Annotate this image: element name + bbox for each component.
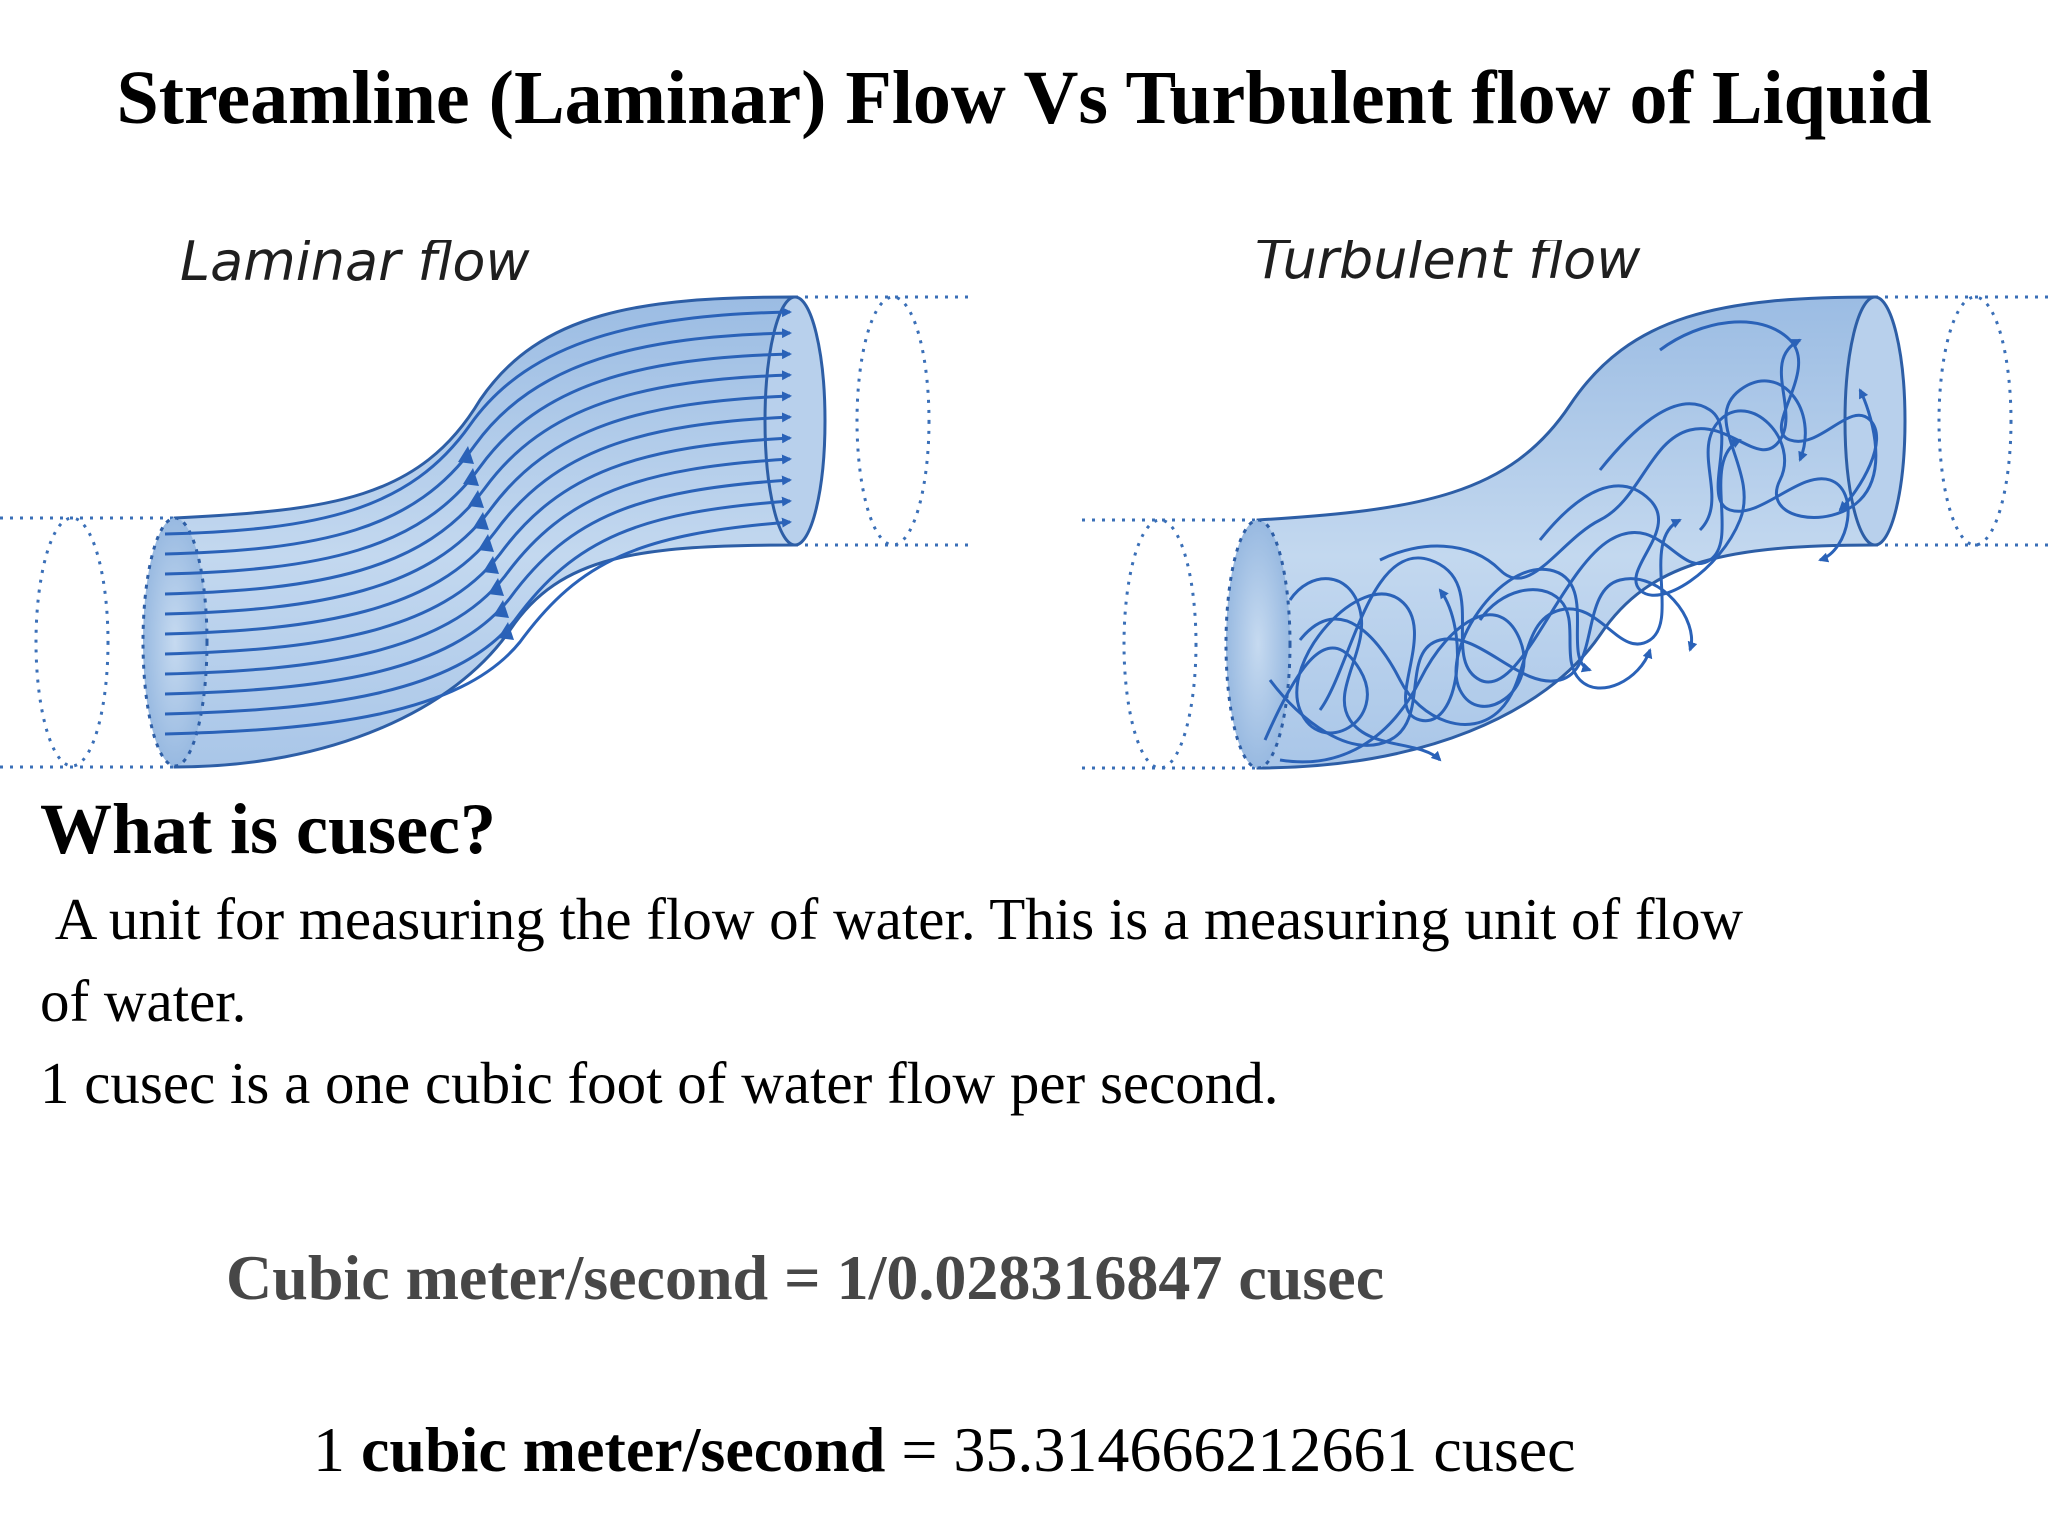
flow-diagram: Laminar flow Turbulent flow (0, 240, 2048, 770)
laminar-flow-label: Laminar flow (180, 240, 530, 293)
conversion-formula-2: 1 cubic meter/second = 35.314666212661 c… (313, 1410, 1576, 1490)
formula-2-rest: = 35.314666212661 cusec (885, 1414, 1576, 1485)
turbulent-eddies (1263, 320, 1878, 764)
turbulent-inlet-end (1224, 518, 1292, 770)
paragraph-line-1: A unit for measuring the flow of water. … (40, 886, 1744, 952)
formula-2-lead: 1 (313, 1414, 361, 1485)
laminar-outlet-end (763, 295, 827, 547)
turbulent-outlet-end (1843, 295, 1907, 547)
section-heading: What is cusec? (40, 789, 496, 869)
laminar-streamlines (164, 307, 792, 736)
turbulent-pipe-group: Turbulent flow (1082, 240, 2048, 770)
paragraph-line-2: of water. (40, 968, 247, 1034)
paragraph-line-3: 1 cusec is a one cubic foot of water flo… (40, 1050, 1279, 1116)
laminar-inlet-end (141, 516, 209, 768)
turbulent-flow-label: Turbulent flow (1255, 240, 1641, 291)
definition-paragraph: A unit for measuring the flow of water. … (40, 878, 2015, 1124)
page-title: Streamline (Laminar) Flow Vs Turbulent f… (116, 56, 1932, 140)
laminar-mid-arrows (458, 446, 514, 640)
formula-2-bold: cubic meter/second (361, 1414, 886, 1485)
conversion-formula-1: Cubic meter/second = 1/0.028316847 cusec (226, 1242, 1385, 1313)
laminar-pipe-group: Laminar flow (0, 240, 968, 769)
